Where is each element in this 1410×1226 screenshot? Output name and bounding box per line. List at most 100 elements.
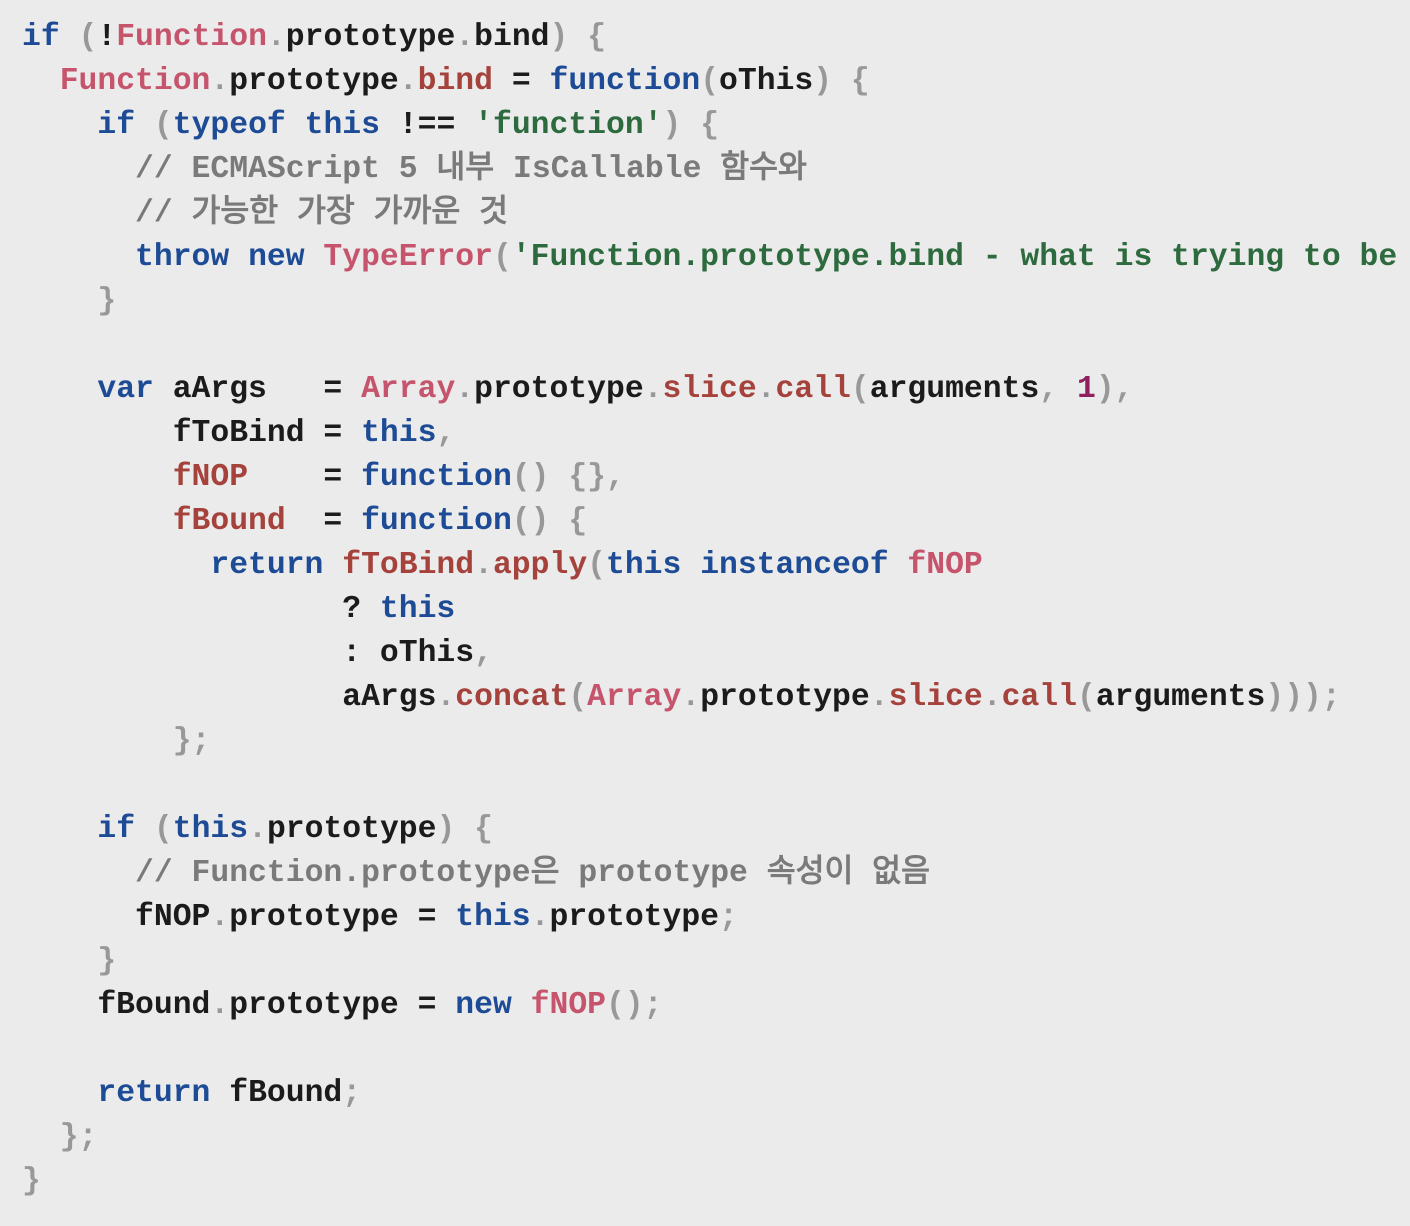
token-pl: aArgs xyxy=(22,680,437,715)
token-pl xyxy=(229,240,248,275)
token-pun: . xyxy=(643,372,663,407)
token-pl xyxy=(22,548,210,583)
token-pun: } xyxy=(97,944,117,979)
token-fn: fBound xyxy=(172,504,286,539)
token-pl: fBound xyxy=(22,988,211,1023)
token-fn: concat xyxy=(455,680,569,715)
token-pun: . xyxy=(248,812,267,847)
token-cls: TypeError xyxy=(323,240,493,275)
token-pun: . xyxy=(869,680,889,715)
token-fn: fNOP xyxy=(172,460,249,495)
token-pl xyxy=(22,504,173,539)
token-pl xyxy=(549,460,568,495)
token-pun: . xyxy=(210,900,230,935)
token-pl xyxy=(323,548,342,583)
token-pun: ) xyxy=(813,64,833,99)
token-pl xyxy=(832,64,851,99)
token-pun: ( xyxy=(850,372,870,407)
code-line: }; xyxy=(22,720,1410,764)
token-pl xyxy=(22,240,135,275)
token-pun: ( xyxy=(568,680,588,715)
token-pl: = xyxy=(248,460,362,495)
token-pl xyxy=(889,548,908,583)
token-kw: this xyxy=(455,900,531,935)
token-pl xyxy=(22,856,135,891)
token-pl xyxy=(512,988,531,1023)
token-kw: function xyxy=(361,504,512,539)
code-line: throw new TypeError('Function.prototype.… xyxy=(22,236,1410,280)
token-pun: ; xyxy=(719,900,738,935)
token-pl: bind xyxy=(474,20,550,55)
token-num: 1 xyxy=(1076,372,1096,407)
token-pun: ; xyxy=(342,1076,362,1111)
token-pun: ), xyxy=(1095,372,1134,407)
token-pun: ( xyxy=(587,548,606,583)
token-pl xyxy=(22,1076,97,1111)
token-pl: = xyxy=(492,64,550,99)
token-pl xyxy=(22,196,135,231)
token-pl xyxy=(22,64,60,99)
token-fn: bind xyxy=(417,64,493,99)
token-kw: typeof xyxy=(172,108,286,143)
token-pun: { xyxy=(587,20,607,55)
token-pl xyxy=(22,372,97,407)
code-line: // Function.prototype은 prototype 속성이 없음 xyxy=(22,852,1410,896)
token-pun: . xyxy=(681,680,701,715)
token-fn: slice xyxy=(888,680,983,715)
token-pl xyxy=(568,20,587,55)
token-pun: ) xyxy=(549,20,569,55)
token-com: // 가능한 가장 가까운 것 xyxy=(135,196,508,231)
token-com: // ECMAScript 5 내부 IsCallable 함수와 xyxy=(135,152,807,187)
token-pun: ))); xyxy=(1265,680,1341,715)
token-kw: new xyxy=(248,240,305,275)
token-str: 'Function.prototype.bind - what is tryin… xyxy=(511,240,1398,275)
token-pl xyxy=(22,724,173,759)
token-pl: prototype xyxy=(285,20,456,55)
token-kw: if xyxy=(97,108,136,143)
code-line: fBound = function() { xyxy=(22,500,1410,544)
token-kw: throw xyxy=(135,240,230,275)
token-pl xyxy=(22,152,135,187)
token-pl: oThis xyxy=(719,64,814,99)
token-pl: prototype xyxy=(700,680,870,715)
code-line: // 가능한 가장 가까운 것 xyxy=(22,192,1410,236)
token-kw: this xyxy=(379,592,456,627)
token-pl xyxy=(305,240,324,275)
token-pl xyxy=(60,20,79,55)
token-pl: : oThis xyxy=(22,636,475,671)
token-kw: this xyxy=(304,108,380,143)
token-cls: fNOP xyxy=(530,988,606,1023)
token-kw: instanceof xyxy=(700,548,889,583)
token-pl xyxy=(22,1120,60,1155)
token-pun: { xyxy=(850,64,870,99)
token-cls: fNOP xyxy=(907,548,983,583)
token-pun: ( xyxy=(153,812,173,847)
token-pl: fNOP xyxy=(22,900,211,935)
token-pun: ( xyxy=(153,108,173,143)
token-pl: arguments xyxy=(869,372,1040,407)
code-line: return fToBind.apply(this instanceof fNO… xyxy=(22,544,1410,588)
token-pun: ) xyxy=(662,108,682,143)
code-line: var aArgs = Array.prototype.slice.call(a… xyxy=(22,368,1410,412)
token-pl xyxy=(22,944,97,979)
token-pl xyxy=(455,812,474,847)
token-pl: arguments xyxy=(1095,680,1266,715)
token-kw: if xyxy=(97,812,136,847)
token-pl xyxy=(549,504,568,539)
code-line: } xyxy=(22,940,1410,984)
token-pl: prototype xyxy=(474,372,644,407)
code-line: fNOP.prototype = this.prototype; xyxy=(22,896,1410,940)
token-pun: }; xyxy=(59,1120,98,1155)
token-pl: prototype = xyxy=(229,900,456,935)
token-cls: Function xyxy=(116,20,267,55)
code-line: if (typeof this !== 'function') { xyxy=(22,104,1410,148)
token-cls: Array xyxy=(587,680,682,715)
token-pl xyxy=(22,284,97,319)
token-pun: . xyxy=(455,20,475,55)
token-kw: function xyxy=(361,460,512,495)
token-pun: . xyxy=(266,20,286,55)
token-pl xyxy=(22,812,97,847)
token-pun: }; xyxy=(172,724,211,759)
